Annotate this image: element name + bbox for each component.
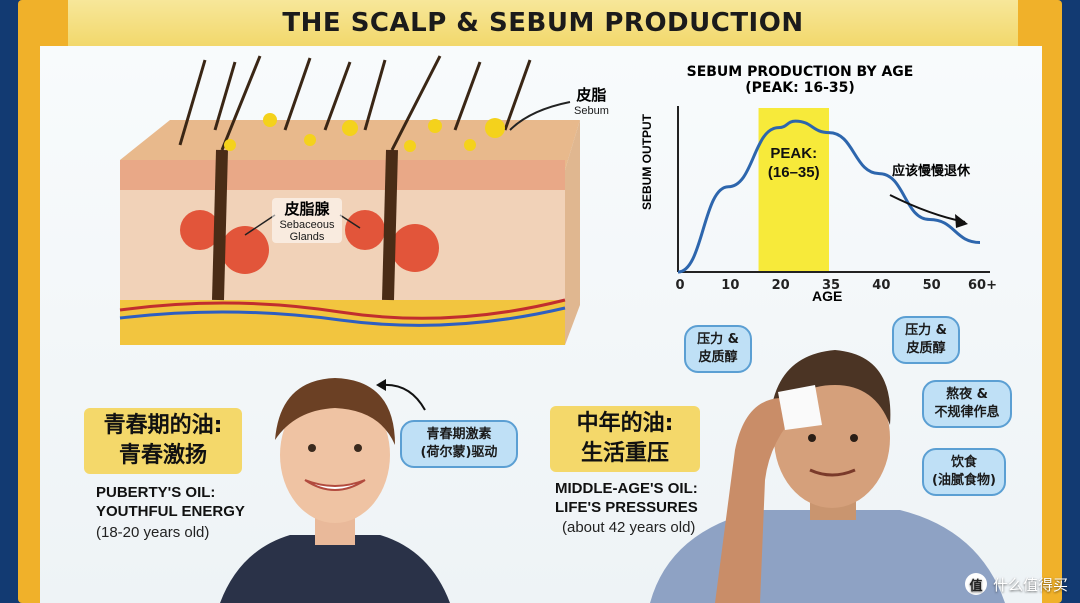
bubble-1-line-2: 皮质醇 (906, 341, 946, 356)
sebum-chart: PEAK: (16–35) (677, 106, 990, 274)
middle-aged-man-hair (770, 350, 891, 425)
peak-label-1: PEAK: (770, 145, 817, 162)
chart-title-block: SEBUM PRODUCTION BY AGE (PEAK: 16-35) (660, 64, 940, 96)
sebaceous-gland-left-1 (180, 210, 220, 250)
x-tick-label: 60+ (968, 278, 997, 293)
title-bar: THE SCALP & SEBUM PRODUCTION (68, 0, 1018, 46)
stress-cortisol-bubble-left: 压力 & 皮质醇 (684, 325, 752, 373)
bubble-3-line-1: 饮食 (950, 455, 977, 470)
late-night-bubble: 熬夜 & 不规律作息 (922, 380, 1012, 428)
stress-cortisol-bubble-right: 压力 & 皮质醇 (892, 316, 960, 364)
sebaceous-gland-left-2 (221, 226, 269, 274)
bubble-1-line-1: 压力 & (905, 323, 947, 338)
sebum-label-cn: 皮脂 (576, 86, 607, 104)
young-man-smile (304, 479, 366, 491)
youth-title-en: PUBERTY'S OIL: YOUTHFUL ENERGY (96, 483, 245, 521)
chart-annotation: 应该慢慢退休 (892, 164, 971, 179)
middle-title-en: MIDDLE-AGE'S OIL: LIFE'S PRESSURES (555, 479, 698, 517)
youth-title-cn-2: 青春激扬 (118, 443, 207, 468)
brand-name: 什么值得买 (992, 575, 1068, 594)
youth-arrow (376, 379, 426, 411)
peak-band (758, 108, 829, 272)
young-man-face (280, 387, 390, 523)
hair-follicle-left (212, 149, 228, 301)
middle-aged-man-eye-right (850, 434, 858, 442)
sebaceous-gland-right-1 (345, 210, 385, 250)
youth-title-en-2: YOUTHFUL ENERGY (96, 503, 245, 520)
middle-title-cn-2: 生活重压 (580, 441, 669, 466)
blood-vessel-blue (119, 306, 566, 327)
fat-layer (120, 300, 565, 345)
bubble-2-line-2: 不规律作息 (934, 405, 1000, 420)
young-man-hoodie (220, 535, 450, 603)
epidermis-layer (120, 160, 565, 190)
glands-label-en-1: Sebaceous (279, 219, 335, 231)
youth-title-cn-1: 青春期的油: (103, 413, 223, 438)
middle-title-en-2: LIFE'S PRESSURES (555, 499, 698, 516)
middle-title-cn-1: 中年的油: (576, 411, 674, 436)
chart-x-label: AGE (812, 288, 843, 304)
youth-title-box: 青春期的油: 青春激扬 (84, 408, 242, 474)
chart-subtitle: (PEAK: 16-35) (745, 80, 855, 96)
sebum-leader-line (509, 101, 571, 131)
middle-aged-man-arm (715, 398, 800, 603)
skin-top-surface (120, 120, 580, 170)
x-tick-label: 0 (675, 278, 685, 293)
middle-age: (about 42 years old) (562, 519, 696, 536)
young-man-hair (275, 378, 395, 445)
bubble-0-line-1: 压力 & (697, 332, 739, 347)
middle-aged-man-photo (650, 350, 1005, 603)
bubble-3-line-2: (油腻食物) (932, 473, 996, 488)
gland-leader-line-left (244, 214, 276, 236)
chart-title: SEBUM PRODUCTION BY AGE (686, 64, 914, 80)
glands-label-en-2: Glands (289, 231, 325, 243)
glands-label-cn: 皮脂腺 (284, 200, 330, 218)
youth-bubble-line-1: 青春期激素 (426, 427, 492, 442)
x-tick-label: 10 (721, 278, 740, 293)
sebum-curve (677, 119, 981, 274)
tissue-paper (778, 385, 822, 430)
x-tick-label: 50 (922, 278, 941, 293)
poster-title: THE SCALP & SEBUM PRODUCTION (282, 8, 804, 38)
youth-bubble-line-2: (荷尔蒙)驱动 (420, 445, 498, 460)
middle-aged-man-mouth (809, 468, 856, 477)
young-man-photo (220, 378, 450, 603)
decline-arrow-head (955, 214, 968, 228)
youth-hormone-bubble: 青春期激素 (荷尔蒙)驱动 (400, 420, 518, 468)
sebum-label: 皮脂 Sebum (574, 84, 609, 117)
middle-title-en-1: MIDDLE-AGE'S OIL: (555, 480, 698, 497)
glands-label: 皮脂腺 Sebaceous Glands (272, 198, 342, 243)
brand-logo-icon: 值 (964, 573, 987, 595)
hair-follicle-right (382, 149, 398, 301)
bubble-0-line-2: 皮质醇 (698, 350, 738, 365)
gland-leader-line-right (339, 214, 361, 229)
greasy-diet-bubble: 饮食 (油腻食物) (922, 448, 1006, 496)
watermark: 值 什么值得买 (964, 573, 1068, 595)
hair-strands (178, 55, 532, 151)
blood-vessel-red (119, 298, 566, 320)
sebum-droplets (224, 113, 505, 152)
young-man-eye-left (308, 444, 316, 452)
chart-y-label: SEBUM OUTPUT (640, 114, 654, 210)
middle-title-box: 中年的油: 生活重压 (550, 406, 700, 472)
middle-aged-man-eye-left (808, 434, 816, 442)
x-tick-label: 40 (872, 278, 891, 293)
sebum-label-en: Sebum (574, 105, 609, 117)
peak-label-2: (16–35) (768, 164, 820, 181)
sebaceous-gland-right-2 (391, 224, 439, 272)
x-tick-label: 35 (821, 278, 841, 293)
x-tick-label: 20 (771, 278, 790, 293)
youth-title-en-1: PUBERTY'S OIL: (96, 484, 216, 501)
bubble-2-line-1: 熬夜 & (946, 387, 988, 402)
youth-age: (18-20 years old) (96, 524, 210, 541)
skin-side-face (565, 120, 580, 345)
skin-cross-section-illustration (119, 55, 580, 345)
young-man-eye-right (354, 444, 362, 452)
middle-aged-man-shirt (650, 510, 1005, 603)
dermis-layer (120, 190, 565, 300)
